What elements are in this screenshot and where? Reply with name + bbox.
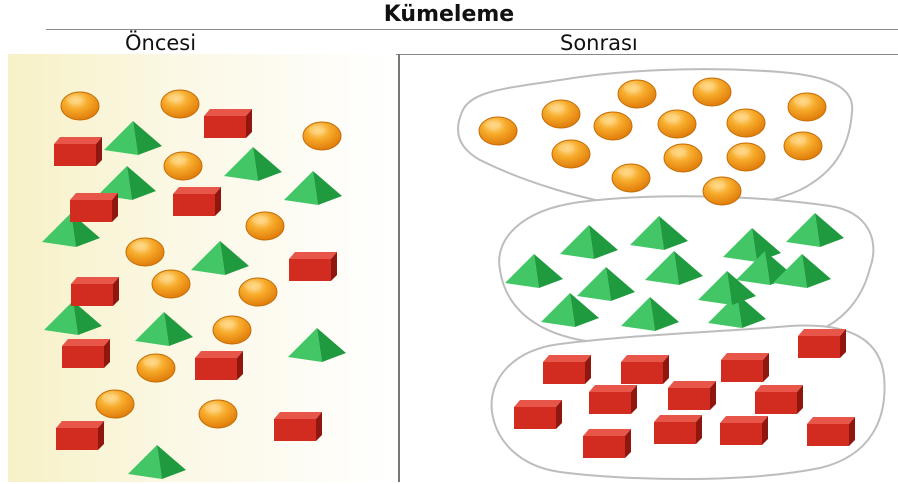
green-pyramid [723, 228, 781, 262]
orange-circle [60, 91, 100, 121]
orange-circle [245, 211, 285, 241]
green-pyramid [98, 166, 156, 200]
red-cube [720, 416, 768, 445]
red-cube [543, 355, 591, 384]
header-rule-bottom [46, 54, 898, 55]
header-rule-top [46, 29, 898, 30]
green-pyramid [773, 254, 831, 288]
red-cube [621, 355, 669, 384]
green-pyramid [128, 445, 186, 479]
red-cube [583, 429, 631, 458]
green-pyramid [577, 267, 635, 301]
red-cube [274, 412, 322, 441]
red-cube [721, 353, 769, 382]
orange-circle [617, 79, 657, 109]
green-pyramid [560, 225, 618, 259]
orange-circle [478, 116, 518, 146]
green-pyramid [104, 121, 162, 155]
green-pyramid [191, 241, 249, 275]
green-pyramid [505, 254, 563, 288]
orange-circle [302, 121, 342, 151]
green-pyramid [288, 328, 346, 362]
orange-circle [551, 139, 591, 169]
red-cube [755, 385, 803, 414]
orange-circle [702, 176, 742, 206]
green-pyramid [284, 171, 342, 205]
orange-circle [95, 389, 135, 419]
orange-circle [212, 315, 252, 345]
red-cube [798, 329, 846, 358]
orange-circle [136, 353, 176, 383]
red-cube [654, 415, 702, 444]
before-shapes [42, 89, 346, 479]
orange-circle [611, 163, 651, 193]
orange-circle [160, 89, 200, 119]
orange-circle [726, 142, 766, 172]
red-cube [56, 421, 104, 450]
green-pyramid [645, 251, 703, 285]
red-cube [289, 252, 337, 281]
red-cube [807, 417, 855, 446]
orange-circle [657, 109, 697, 139]
green-pyramid [621, 297, 679, 331]
orange-circle [783, 131, 823, 161]
red-cube [589, 385, 637, 414]
green-pyramid [135, 312, 193, 346]
red-cube [204, 109, 252, 138]
orange-circle [787, 92, 827, 122]
red-cube [62, 339, 110, 368]
green-pyramid [698, 271, 756, 305]
orange-circle [663, 143, 703, 173]
after-shapes [478, 77, 855, 458]
diagram-title: Kümeleme [383, 2, 515, 27]
red-cube [173, 187, 221, 216]
red-cube [70, 193, 118, 222]
red-cube [71, 277, 119, 306]
red-cube [54, 137, 102, 166]
orange-circle [151, 269, 191, 299]
orange-circle [125, 237, 165, 267]
red-cube [195, 351, 243, 380]
orange-circle [238, 277, 278, 307]
orange-circle [163, 151, 203, 181]
after-column-label: Sonrası [560, 31, 638, 55]
orange-circle [593, 111, 633, 141]
orange-circle [198, 399, 238, 429]
green-pyramid [44, 301, 102, 335]
column-divider [398, 54, 400, 482]
before-column-label: Öncesi [125, 31, 197, 55]
red-cube [668, 381, 716, 410]
green-pyramid [541, 293, 599, 327]
red-cube [514, 400, 562, 429]
green-pyramid [786, 213, 844, 247]
orange-circle [726, 108, 766, 138]
green-pyramid [224, 147, 282, 181]
orange-circle [692, 77, 732, 107]
green-pyramid [630, 216, 688, 250]
orange-circle [541, 99, 581, 129]
